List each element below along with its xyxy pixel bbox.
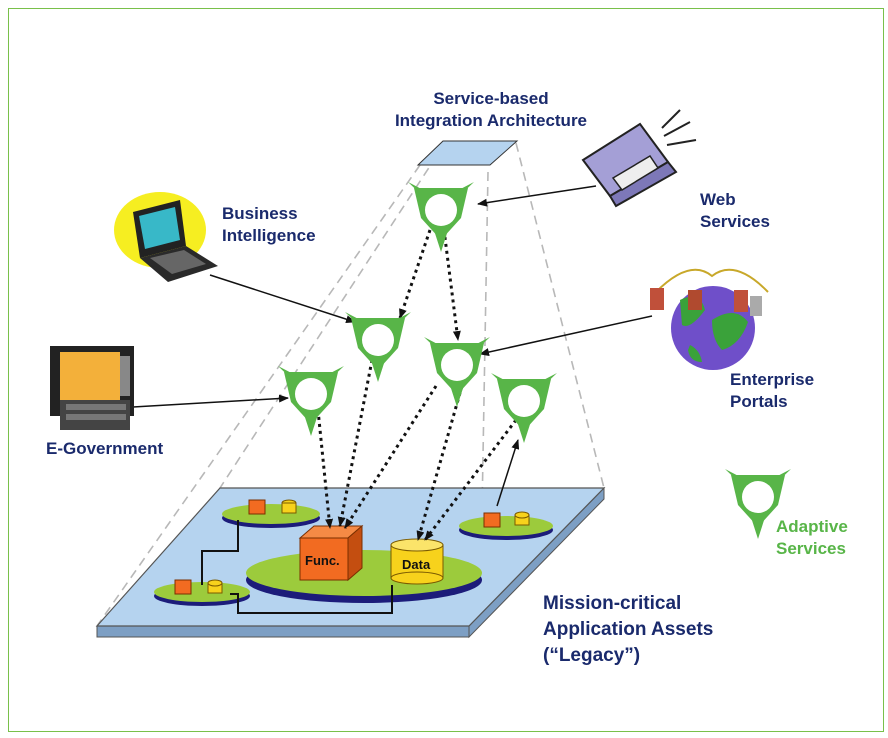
globe-icon — [650, 268, 769, 370]
data-cylinder — [390, 538, 444, 585]
data-label: Data — [402, 557, 431, 572]
architecture-label-line-2: Integration Architecture — [394, 111, 588, 130]
adaptive-service-icon — [491, 373, 557, 443]
enterprise-portals-line-1: Enterprise — [730, 370, 815, 389]
adaptive-service-icon — [345, 312, 411, 382]
laptop-icon — [581, 109, 697, 208]
enterprise-portals-label: Enterprise Portals — [730, 369, 814, 413]
adaptive-services-line-2: Services — [776, 539, 846, 558]
web-services-label: Web Services — [700, 189, 770, 233]
adaptive-service-icon — [278, 366, 344, 436]
func-label: Func. — [305, 553, 340, 568]
platform-connections — [201, 520, 393, 614]
assets-line-3: (“Legacy”) — [543, 645, 641, 666]
dotted-arrows — [316, 229, 518, 541]
assets-line-1: Mission-critical — [543, 593, 682, 614]
diagram-frame — [8, 8, 884, 732]
small-asset-icons — [174, 499, 530, 595]
assets-line-2: Application Assets — [543, 619, 714, 640]
adaptive-services-label: Adaptive Services — [776, 516, 848, 560]
enterprise-portals-line-2: Portals — [730, 392, 788, 411]
adaptive-service-icon — [408, 182, 474, 252]
adaptive-service-icon — [424, 337, 490, 407]
architecture-label-line-1: Service-based — [433, 89, 549, 108]
assets-label: Mission-critical Application Assets (“Le… — [543, 591, 713, 669]
laptop-icon — [114, 192, 218, 282]
architecture-plane — [416, 140, 519, 166]
func-box — [298, 524, 364, 582]
computer-terminal-icon — [50, 346, 134, 430]
web-services-line-1: Web — [700, 190, 736, 209]
business-intelligence-line-2: Intelligence — [222, 226, 316, 245]
adaptive-services-line-1: Adaptive — [776, 517, 848, 536]
business-intelligence-line-1: Business — [222, 204, 298, 223]
web-services-line-2: Services — [700, 212, 770, 231]
business-intelligence-label: Business Intelligence — [222, 203, 316, 247]
solid-arrows — [132, 185, 653, 507]
architecture-label: Service-based Integration Architecture — [386, 88, 596, 132]
e-government-label: E-Government — [46, 439, 164, 458]
